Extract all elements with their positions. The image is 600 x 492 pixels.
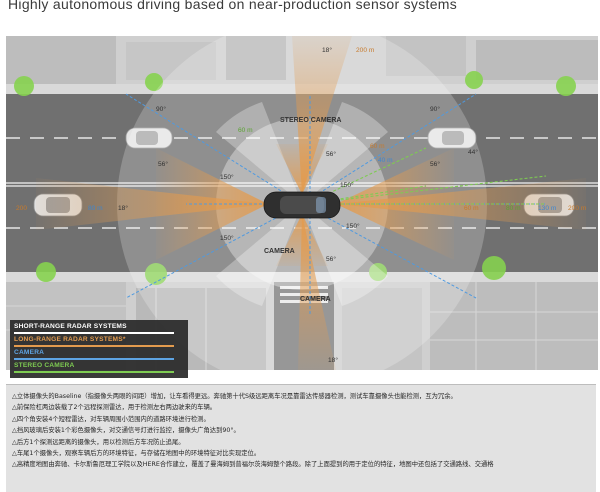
range-200-left: 200 (16, 205, 27, 212)
camera-label-bottom: CAMERA (300, 296, 331, 303)
legend-item-long-range-radar: LONG-RANGE RADAR SYSTEMS* (14, 336, 184, 348)
range-60-stereo: 60 m (238, 127, 253, 134)
short-range-radar-fan (216, 102, 302, 204)
range-60-top: 60 m (370, 143, 385, 150)
tree (36, 262, 56, 282)
angle-44: 44° (468, 148, 478, 156)
building (126, 42, 216, 80)
legend: SHORT-RANGE RADAR SYSTEMS LONG-RANGE RAD… (10, 320, 188, 378)
note-line: △四个角安装4个短程雷达，对车辆周围小范围内的道路环境进行检测。 (12, 415, 210, 423)
trees (14, 71, 576, 285)
legend-item-camera: CAMERA (14, 349, 184, 361)
short-range-radar-fan (302, 204, 388, 306)
note-line: △挡风玻璃后安装1个彩色摄像头，对交通信号灯进行监控，摄像头广角达到90°。 (12, 427, 240, 435)
note-line: △前保险杠两边装载了2个远程探测雷达，用于检测左右两边驶来的车辆。 (12, 404, 217, 412)
range-80-left: 80 m (88, 205, 103, 212)
range-80-right: 80 m (506, 205, 521, 212)
legend-swatch (14, 371, 174, 373)
building (476, 40, 598, 80)
test-vehicle (263, 191, 341, 219)
angle-18-bottom: 18° (328, 356, 338, 364)
explanatory-notes: △立体摄像头的Baseline（指摄像头两眼的间距）增加，让车看得更远。奔驰第十… (6, 384, 596, 492)
parked-car-right (427, 127, 477, 149)
legend-swatch (14, 332, 174, 334)
legend-label: LONG-RANGE RADAR SYSTEMS* (14, 336, 126, 343)
angle-56-left: 56° (158, 160, 168, 168)
legend-item-stereo-camera: STEREO CAMERA (14, 362, 184, 374)
tree (482, 256, 506, 280)
camera-label-left: CAMERA (264, 248, 295, 255)
parked-car-left (125, 127, 173, 149)
building (226, 36, 286, 80)
tree (145, 263, 167, 285)
long-range-radar-bottom-18 (298, 214, 336, 370)
range-130-right: 130 m (538, 205, 557, 212)
range-200-right: 200 m (568, 205, 587, 212)
legend-item-short-range-radar: SHORT-RANGE RADAR SYSTEMS (14, 323, 184, 335)
angle-150-lower-left: 150° (220, 234, 234, 242)
building (342, 288, 422, 370)
short-range-radar-fan (216, 204, 302, 306)
range-40-right: 40 m (378, 157, 393, 164)
angle-90-left: 90° (156, 105, 166, 113)
tree (369, 263, 387, 281)
angle-18-left: 18° (118, 204, 128, 212)
building-grid (6, 282, 598, 370)
legend-label: SHORT-RANGE RADAR SYSTEMS (14, 323, 127, 330)
stereo-camera-label: STEREO CAMERA (280, 117, 341, 124)
long-range-radar-top-18 (292, 36, 352, 194)
note-line: △高精度地图由奔驰、卡尔斯鲁厄理工学院以及HERE合作建立，覆盖了曼海姆到普福尔… (12, 461, 494, 469)
legend-swatch (14, 345, 174, 347)
note-line: △车尾1个摄像头，观察车辆后方的环境特征，与存储在地图中的环境特征对比实现定位。 (12, 450, 261, 458)
tree (14, 76, 34, 96)
note-line: △立体摄像头的Baseline（指摄像头两眼的间距）增加，让车看得更远。奔驰第十… (12, 393, 457, 400)
note-line: △后方1个探测远距离的摄像头，用以检测后方车况防止追尾。 (12, 438, 185, 446)
building (430, 282, 598, 370)
angle-56-bottom: 56° (326, 255, 336, 263)
angle-90-right: 90° (430, 105, 440, 113)
angle-150-lower-right: 150° (346, 222, 360, 230)
tree (556, 76, 576, 96)
building (6, 36, 116, 84)
angle-18-top: 18° (322, 46, 332, 54)
page-title: Highly autonomous driving based on near-… (8, 0, 458, 12)
range-60-right: 60 m (464, 205, 479, 212)
range-200-top: 200 m (356, 47, 375, 54)
tree (465, 71, 483, 89)
angle-150-upper-left: 150° (220, 173, 234, 181)
legend-label: STEREO CAMERA (14, 362, 75, 369)
tree (145, 73, 163, 91)
short-range-radar-fan (302, 102, 388, 204)
angle-150-upper-right: 150° (340, 181, 354, 189)
building (386, 36, 466, 76)
sensor-coverage-diagram: STEREO CAMERA CAMERA CAMERA 90° 90° 56° … (6, 36, 598, 370)
legend-swatch (14, 358, 174, 360)
legend-label: CAMERA (14, 349, 45, 356)
angle-56-right: 56° (430, 160, 440, 168)
long-range-radar-rear-18 (36, 178, 268, 230)
angle-56-top: 56° (326, 150, 336, 158)
